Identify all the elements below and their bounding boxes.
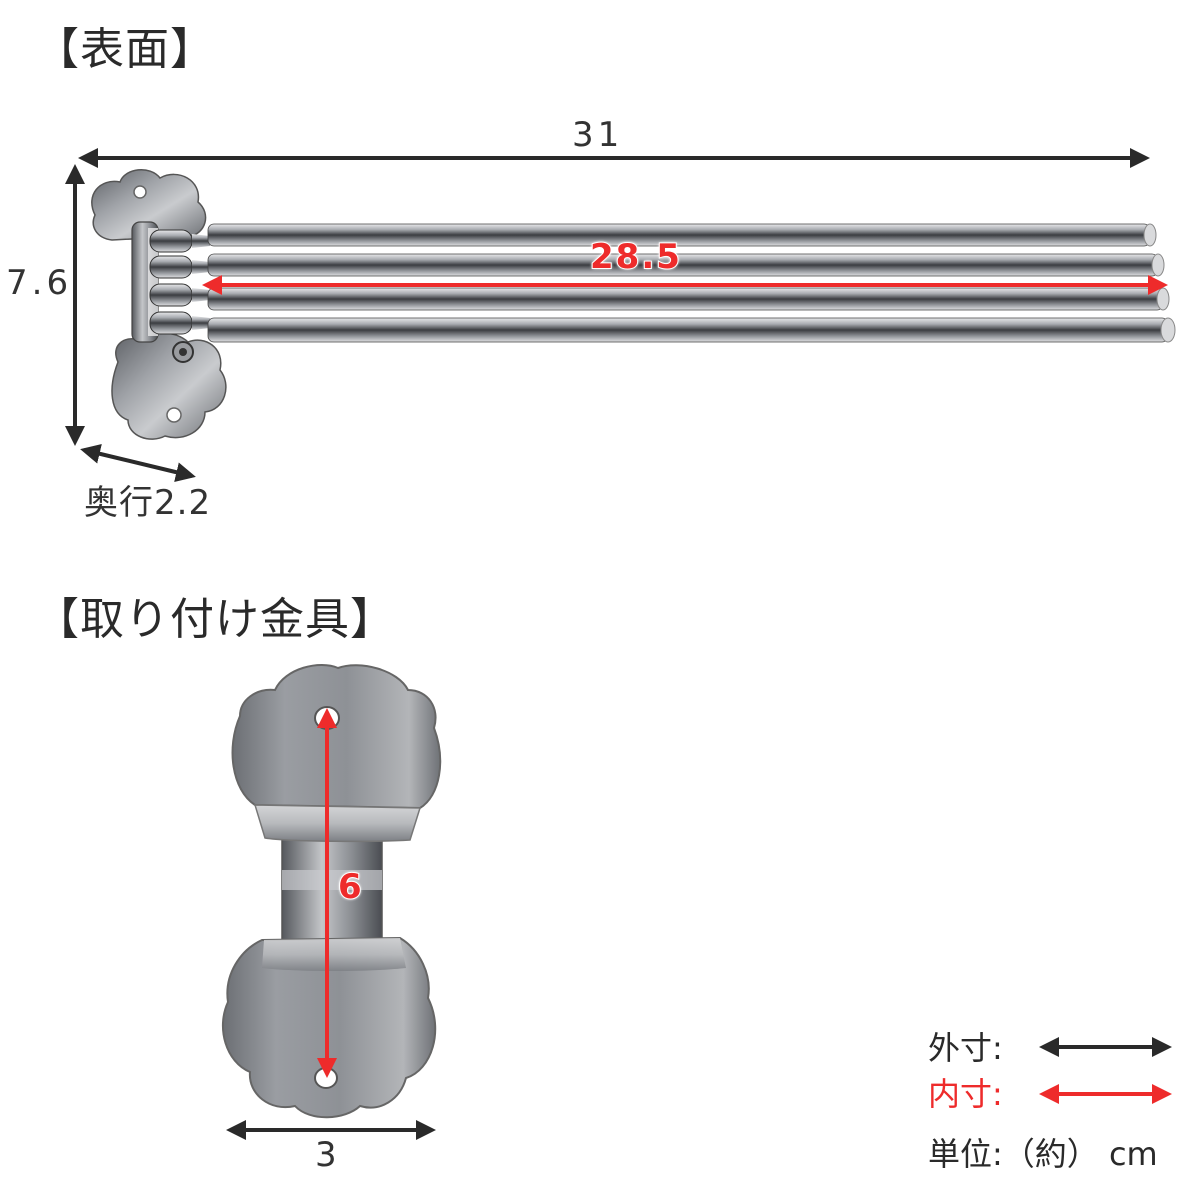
depth-arrow — [80, 444, 196, 482]
bracket-width-label: 3 — [315, 1135, 341, 1175]
top-mount-plate — [91, 169, 207, 241]
unit-label: 単位:（約） cm — [928, 1135, 1158, 1173]
bracket-illustration — [221, 664, 442, 1119]
rod-3 — [149, 283, 1170, 311]
rod-2 — [149, 253, 1165, 279]
towel-bar-illustration — [91, 169, 1176, 440]
rod-1 — [149, 223, 1157, 253]
front-view-title: 【表面】 — [35, 24, 215, 75]
bracket-height-label: 6 — [337, 867, 364, 907]
bracket-top-plate — [231, 664, 442, 810]
inner-length-label: 28.5 — [589, 237, 682, 277]
overall-width-label: 31 — [572, 115, 624, 155]
legend-outer-label: 外寸: — [928, 1029, 1003, 1067]
bracket-title: 【取り付け金具】 — [35, 594, 395, 645]
height-label: 7.6 — [6, 263, 73, 303]
depth-label: 奥行2.2 — [84, 483, 212, 523]
rod-4 — [149, 311, 1176, 343]
legend-inner-label: 内寸: — [928, 1075, 1003, 1113]
bottom-mount-plate — [111, 332, 227, 440]
